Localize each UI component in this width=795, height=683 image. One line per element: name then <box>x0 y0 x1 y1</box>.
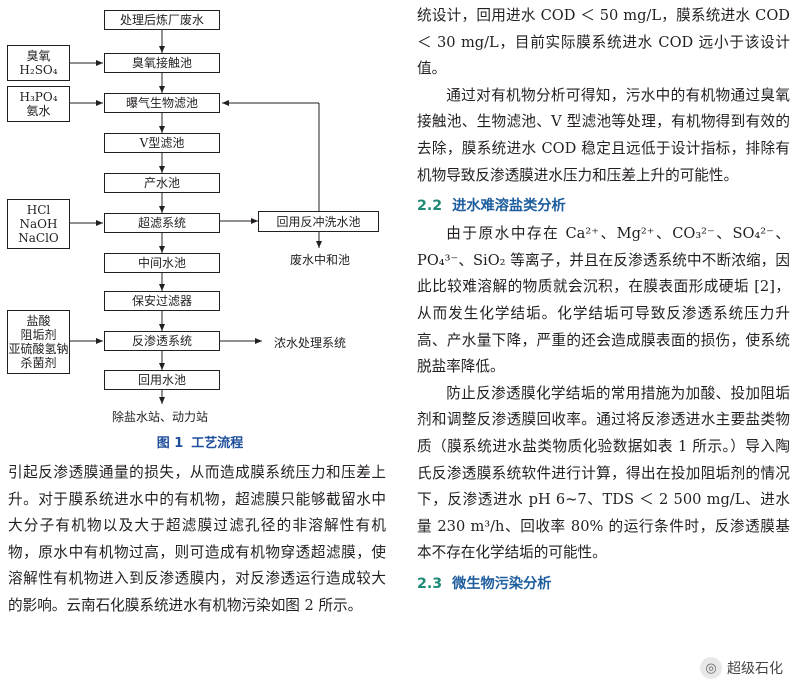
biocide-label: 杀菌剂 <box>20 356 57 370</box>
ultrafiltration-box: 超滤系统 <box>104 213 220 233</box>
ammonia-label: 氨水 <box>26 104 51 118</box>
ozone-contact-tank-box: 臭氧接触池 <box>104 53 220 73</box>
paragraph-design-cod: 统设计，回用进水 COD ＜ 50 mg/L，膜系统进水 COD ＜ 30 mg… <box>417 7 790 78</box>
ozone-label: 臭氧 <box>26 49 51 63</box>
v-filter-box: V型滤池 <box>104 133 220 153</box>
reuse-water-tank-box: 回用水池 <box>104 370 220 390</box>
biofilter-box: 曝气生物滤池 <box>104 93 220 113</box>
concentrate-treatment-label: 浓水处理系统 <box>274 336 347 350</box>
figure-title: 工艺流程 <box>191 436 244 451</box>
raw-wastewater-box: 处理后炼厂废水 <box>104 10 220 30</box>
reverse-osmosis-box: 反渗透系统 <box>104 331 220 351</box>
outlet-label: 除盐水站、动力站 <box>112 410 209 424</box>
left-column-text: 引起反渗透膜通量的损失，从而造成膜系统压力和压差上升。对于膜系统进水中的有机物，… <box>8 460 386 620</box>
paragraph-scaling-prevention: 防止反渗透膜化学结垢的常用措施为加酸、投加阻垢剂和调整反渗透膜回收率。通过将反渗… <box>417 384 790 562</box>
paragraph-organic-analysis: 通过对有机物分析可得知，污水中的有机物通过臭氧接触池、生物滤池、V 型滤池等处理… <box>417 86 790 184</box>
product-water-tank-box: 产水池 <box>104 173 220 193</box>
ozone-chemicals-box: 臭氧 H₂SO₄ <box>7 45 70 81</box>
security-filter-box: 保安过滤器 <box>104 291 220 311</box>
hydrochloric-acid-label: 盐酸 <box>26 314 51 328</box>
backwash-tank-box: 回用反冲洗水池 <box>258 211 379 232</box>
wechat-icon: ◎ <box>700 657 722 679</box>
figure-number: 图 1 <box>156 436 184 451</box>
flow-connectors <box>70 30 322 404</box>
section-heading-2-3: 2.3 微生物污染分析 <box>417 571 790 597</box>
antiscalant-label: 阻垢剂 <box>20 328 57 342</box>
naoh-label: NaOH <box>19 217 58 231</box>
section-number-2-2: 2.2 <box>417 198 443 215</box>
bio-nutrient-box: H₃PO₄ 氨水 <box>7 86 70 122</box>
section-number-2-3: 2.3 <box>417 575 443 592</box>
waste-neutralization-label: 废水中和池 <box>290 253 351 267</box>
intermediate-tank-box: 中间水池 <box>104 253 220 273</box>
sodium-bisulfite-label: 亚硫酸氢钠 <box>8 342 69 356</box>
section-heading-2-2: 2.2 进水难溶盐类分析 <box>417 193 790 219</box>
left-paragraph: 引起反渗透膜通量的损失，从而造成膜系统压力和压差上升。对于膜系统进水中的有机物，… <box>8 464 386 614</box>
ro-dosing-chemicals-box: 盐酸 阻垢剂 亚硫酸氢钠 杀菌剂 <box>7 310 70 374</box>
phosphoric-acid-label: H₃PO₄ <box>19 90 58 104</box>
watermark-text: 超级石化 <box>727 661 783 677</box>
right-column-text: 统设计，回用进水 COD ＜ 50 mg/L，膜系统进水 COD ＜ 30 mg… <box>417 3 790 599</box>
section-title-2-2: 进水难溶盐类分析 <box>452 198 566 215</box>
uf-cleaning-chemicals-box: HCl NaOH NaClO <box>7 199 70 249</box>
watermark: ◎ 超级石化 <box>700 657 783 679</box>
paragraph-scaling-ions: 由于原水中存在 Ca²⁺、Mg²⁺、CO₃²⁻、SO₄²⁻、PO₄³⁻、SiO₂… <box>417 225 790 376</box>
hcl-label: HCl <box>26 203 51 217</box>
naclo-label: NaClO <box>18 231 59 245</box>
sulfuric-acid-label: H₂SO₄ <box>19 63 58 77</box>
process-flow-diagram: 处理后炼厂废水 臭氧接触池 曝气生物滤池 V型滤池 产水池 超滤系统 中间水池 … <box>0 0 400 430</box>
figure-caption: 图 1 工艺流程 <box>0 432 400 451</box>
section-title-2-3: 微生物污染分析 <box>452 575 552 592</box>
